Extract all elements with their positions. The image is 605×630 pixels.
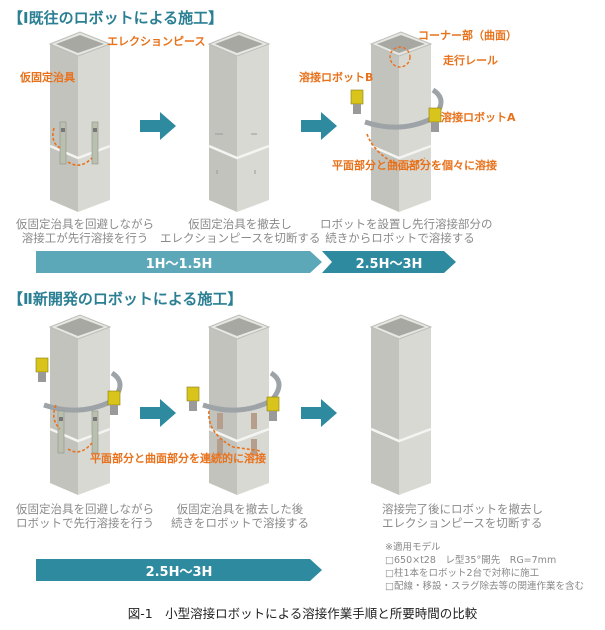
time-bar-robot-new: 2.5H～3H [36, 559, 322, 581]
weld-path-arrow [67, 442, 93, 453]
label-continuous-weld: 平面部分と曲面部分を連続的に溶接 [90, 452, 266, 465]
steel-column [350, 31, 444, 212]
caption-1-3: ロボットを設置し先行溶接部分の続きからロボットで溶接する [320, 217, 493, 245]
column-2-3 [369, 313, 435, 502]
note-line: □柱1本をロボット2台で対称に施工 [385, 568, 540, 579]
caption-line: 仮固定治具を撤去し [188, 217, 292, 231]
weld-path-arrow [52, 127, 61, 149]
welding-robot-icon [428, 107, 442, 132]
caption-line: 続きをロボットで溶接する [171, 516, 309, 530]
weld-joint [370, 427, 432, 443]
temporary-jig-icon [91, 410, 99, 454]
welding-robot-icon [35, 357, 49, 382]
temporary-jig-icon [59, 121, 67, 165]
caption-2-1: 仮固定治具を回避しながらロボットで先行溶接を行う [10, 502, 160, 530]
note-line: □配線・移設・スラグ除去等の関連作業を含む [385, 581, 584, 592]
steel-column [369, 314, 433, 495]
arrow-right-icon [301, 112, 337, 144]
arrow-right-icon [140, 399, 176, 431]
column-2-2 [186, 313, 282, 502]
welding-robot-icon [186, 386, 200, 411]
weld-path-arrow [67, 157, 93, 166]
caption-line: 溶接工が先行溶接を行う [21, 231, 149, 245]
steel-column [207, 31, 271, 212]
weld-path-arrow [208, 410, 262, 452]
notes: ※適用モデル □650×t28 レ型35°開先 RG=7mm □柱1本をロボット… [385, 541, 584, 593]
note-line: □650×t28 レ型35°開先 RG=7mm [385, 555, 557, 566]
caption-2-2: 仮固定治具を撤去した後続きをロボットで溶接する [160, 502, 320, 530]
weld-path-arrow [52, 404, 61, 430]
steel-column [186, 314, 282, 495]
label-rail: 走行レール [443, 54, 498, 67]
caption-1-2: 仮固定治具を撤去しエレクションピースを切断する [160, 217, 320, 245]
column-2-1 [35, 313, 123, 502]
label-robot-a: 溶接ロボットA [441, 111, 516, 124]
column-1-3 [350, 30, 444, 219]
column-1-2 [207, 30, 273, 219]
temporary-jig-icon [57, 410, 65, 454]
note-line: ※適用モデル [385, 542, 441, 553]
arrow-right-icon [301, 399, 337, 431]
label-robot-b: 溶接ロボットB [299, 71, 374, 84]
caption-line: 仮固定治具を回避しながら [16, 217, 154, 231]
arrow-right-icon [140, 112, 176, 144]
label-separate-weld: 平面部分と曲面部分を個々に溶接 [332, 159, 497, 172]
weld-path-arrow [406, 157, 426, 169]
steel-column [35, 314, 123, 495]
welding-robot-icon [107, 390, 121, 415]
temporary-jig-icon [91, 121, 99, 165]
caption-line: エレクションピースを切断する [160, 231, 321, 245]
label-erection-piece: エレクションピース [107, 35, 206, 48]
caption-1-1: 仮固定治具を回避しながら溶接工が先行溶接を行う [10, 217, 160, 245]
caption-line: 溶接完了後にロボットを撤去し [382, 502, 543, 516]
weld-joint [49, 144, 111, 160]
time-bar-robot-old: 2.5H～3H [322, 251, 456, 273]
welding-robot-icon [350, 89, 364, 114]
caption-line: ロボットで先行溶接を行う [16, 516, 154, 530]
caption-2-3: 溶接完了後にロボットを撤去しエレクションピースを切断する [320, 502, 543, 530]
weld-joint [370, 144, 432, 160]
section1-title: 【Ⅰ既往のロボットによる施工】 [8, 9, 224, 27]
weld-joint [208, 427, 270, 443]
caption-line: ロボットを設置し先行溶接部分の [320, 217, 493, 231]
caption-line: エレクションピースを切断する [382, 516, 543, 530]
caption-line: 仮固定治具を回避しながら [16, 502, 154, 516]
corner-marker [389, 46, 411, 68]
steel-column [48, 31, 112, 212]
label-temp-jig: 仮固定治具 [20, 71, 75, 84]
section2-title: 【Ⅱ新開発のロボットによる施工】 [8, 290, 243, 308]
caption-line: 続きからロボットで溶接する [325, 231, 475, 245]
label-corner: コーナー部（曲面） [418, 29, 517, 42]
caption-line: 仮固定治具を撤去した後 [176, 502, 304, 516]
welding-robot-icon [266, 396, 280, 421]
column-1-1 [48, 30, 114, 219]
weld-joint [208, 144, 270, 160]
figure-caption: 図-1 小型溶接ロボットによる溶接作業手順と所要時間の比較 [127, 606, 478, 621]
time-bar-manual: 1H～1.5H [36, 251, 322, 273]
